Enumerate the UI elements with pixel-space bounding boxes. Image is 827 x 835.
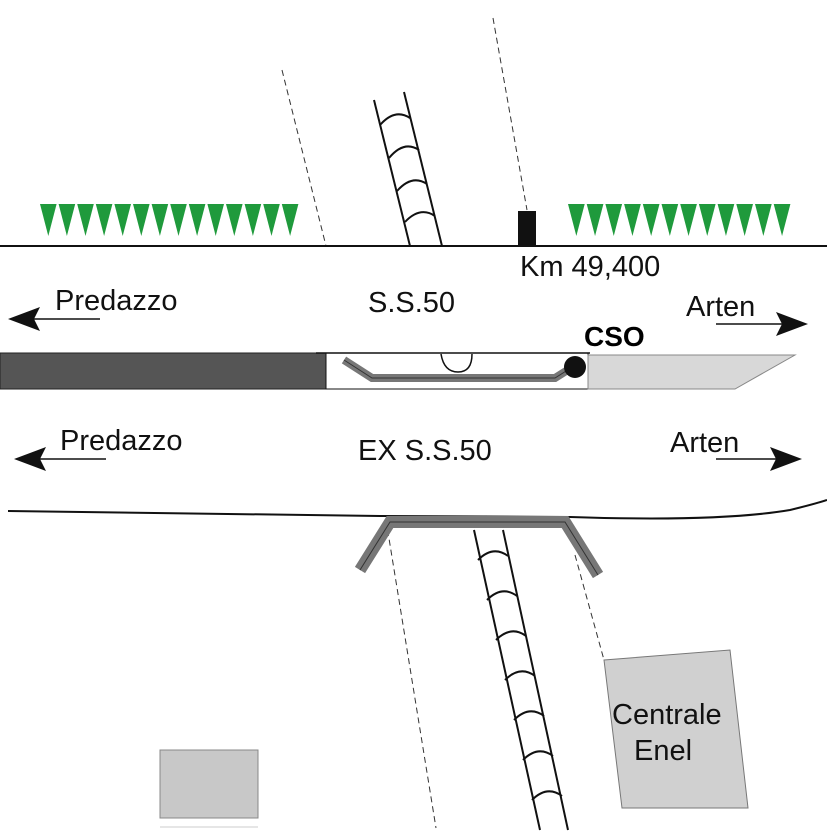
vegetation-tuft-icon xyxy=(568,204,585,236)
west-arrow-lower-icon xyxy=(14,447,106,471)
vegetation-tuft-icon xyxy=(680,204,697,236)
vegetation-tuft-icon xyxy=(40,204,57,236)
vegetation-tuft-icon xyxy=(226,204,243,236)
vegetation-tuft-icon xyxy=(133,204,150,236)
vegetation-right xyxy=(568,204,791,236)
km-marker-post xyxy=(518,211,536,246)
east-upper-label: Arten xyxy=(686,291,755,323)
vegetation-tuft-icon xyxy=(698,204,716,236)
vegetation-tuft-icon xyxy=(114,204,131,236)
vegetation-tuft-icon xyxy=(642,204,660,236)
cso-label: CSO xyxy=(584,321,645,352)
vegetation-tuft-icon xyxy=(263,204,280,236)
west-arrow-upper-icon xyxy=(8,307,100,331)
vegetation-tuft-icon xyxy=(77,204,94,236)
vegetation-tuft-icon xyxy=(586,204,604,236)
small-building xyxy=(159,749,259,819)
median-pipe-stub xyxy=(440,353,473,373)
vegetation-tuft-icon xyxy=(188,204,206,236)
vegetation-tuft-icon xyxy=(736,204,753,236)
vegetation-tuft-icon xyxy=(207,204,224,236)
median-light-slab xyxy=(587,354,797,390)
stream-bank-lines xyxy=(281,17,605,829)
vegetation-tuft-icon xyxy=(281,204,299,236)
vegetation-tuft-icon xyxy=(95,204,113,236)
east-arrow-lower-icon xyxy=(716,447,802,471)
vegetation-tuft-icon xyxy=(170,204,187,236)
lower-stream-pipe xyxy=(473,529,569,831)
vegetation-tuft-icon xyxy=(244,204,262,236)
cso-point-icon xyxy=(564,356,586,378)
plant-label-line2: Enel xyxy=(634,735,692,767)
vegetation-tuft-icon xyxy=(605,204,623,236)
km-label: Km 49,400 xyxy=(520,251,660,283)
vegetation-tuft-icon xyxy=(151,204,169,236)
vegetation-tuft-icon xyxy=(755,204,772,236)
west-lower-label: Predazzo xyxy=(60,425,183,457)
road-old-label: EX S.S.50 xyxy=(358,435,492,467)
east-arrow-upper-icon xyxy=(716,312,808,336)
vegetation-tuft-icon xyxy=(717,204,735,236)
median-dark-slab xyxy=(0,352,327,390)
west-upper-label: Predazzo xyxy=(55,285,178,317)
road-new-label: S.S.50 xyxy=(368,287,455,319)
east-lower-label: Arten xyxy=(670,427,739,459)
road-lower-edge xyxy=(7,499,827,520)
vegetation-tuft-icon xyxy=(624,204,641,236)
centrale-enel-building xyxy=(603,649,749,809)
vegetation-left xyxy=(40,204,299,236)
vegetation-tuft-icon xyxy=(661,204,679,236)
vegetation-tuft-icon xyxy=(773,204,791,236)
upper-stream-pipe xyxy=(373,91,443,247)
vegetation-tuft-icon xyxy=(58,204,76,236)
plant-label-line1: Centrale xyxy=(612,699,722,731)
